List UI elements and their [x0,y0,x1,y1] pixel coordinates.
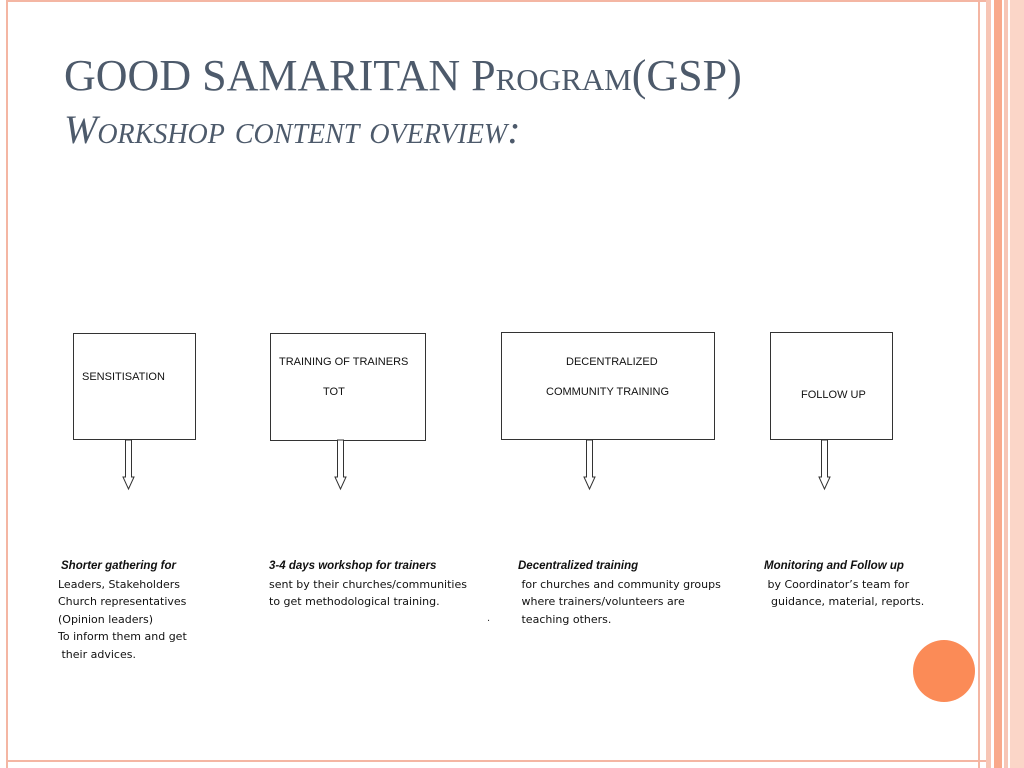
box-label: TOT [323,386,345,398]
box-label: FOLLOW UP [801,389,866,401]
description-heading: Decentralized training [518,560,639,572]
frame-line-top [6,0,986,2]
down-arrow-icon [334,439,347,491]
decorative-circle [913,640,975,702]
description-heading: Shorter gathering for [61,560,177,572]
description-follow-up: Monitoring and Follow up by Coordinator’… [764,523,924,628]
box-label: SENSITISATION [82,371,165,383]
stray-mark: . [487,612,491,624]
box-follow-up: FOLLOW UP [770,332,893,440]
description-heading: Monitoring and Follow up [764,560,904,572]
title-small-caps: Program [471,51,632,100]
description-training-of-trainers: 3-4 days workshop for trainers sent by th… [269,523,467,628]
description-heading: 3-4 days workshop for trainers [269,560,437,572]
slide-title: GOOD SAMARITAN Program(GSP) [64,50,944,102]
description-decentralized-training: Decentralized training for churches and … [518,523,721,646]
down-arrow-icon [583,439,596,491]
decorative-stripes [982,0,1024,768]
title-tail: (GSP) [631,51,742,100]
box-training-of-trainers: TRAINING OF TRAINERS TOT [270,333,426,441]
description-body: sent by their churches/communities to ge… [269,577,467,609]
frame-line-left [6,0,8,768]
description-body: by Coordinator’s team for guidance, mate… [767,577,925,609]
description-body: Leaders, Stakeholders Church representat… [58,577,187,661]
title-main: GOOD SAMARITAN [64,51,472,100]
box-decentralized-community-training: DECENTRALIZED COMMUNITY TRAINING [501,332,715,440]
frame-line-right [978,0,980,768]
slide-subtitle: Workshop content overview: [64,107,521,152]
box-label: DECENTRALIZED [566,356,658,368]
box-sensitisation: SENSITISATION [73,333,196,440]
box-label: COMMUNITY TRAINING [546,386,670,398]
frame-line-bottom [6,760,986,762]
down-arrow-icon [818,439,831,491]
description-body: for churches and community groups where … [521,577,721,626]
box-label: TRAINING OF TRAINERS [279,356,409,368]
down-arrow-icon [122,439,135,491]
